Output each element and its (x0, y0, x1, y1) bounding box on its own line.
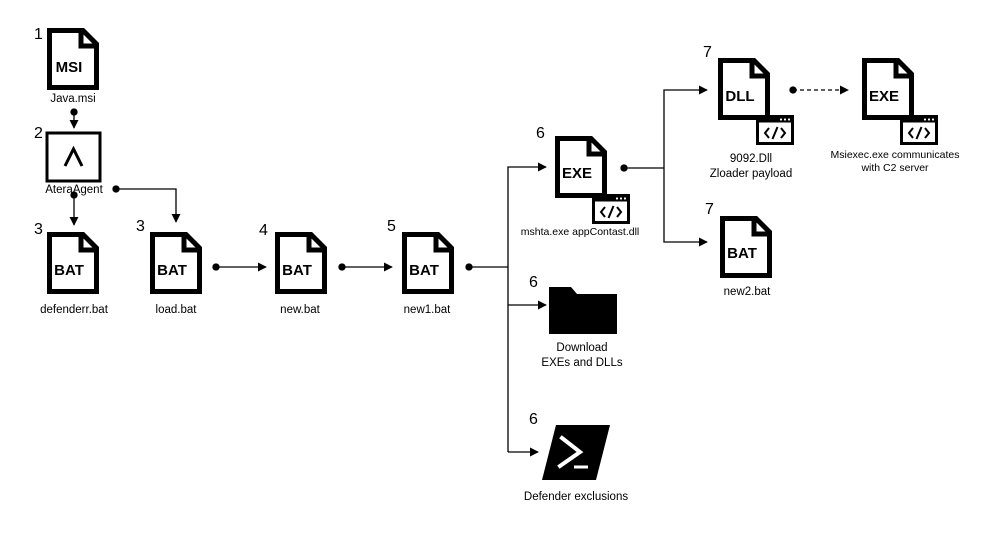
new-bat-label: new.bat (280, 304, 320, 316)
defenderr-bat-node: BAT (50, 235, 97, 292)
msiexec-exe-node: EXE (865, 61, 938, 145)
new1-bat-node: BAT (405, 235, 452, 292)
dll-9092-label-line2: Zloader payload (709, 168, 793, 180)
step-number-7b: 7 (705, 201, 714, 218)
download-label-line2: EXEs and DLLs (541, 357, 623, 369)
download-label-line1: Download (556, 342, 608, 354)
atera-agent-node (45, 131, 102, 183)
new-bat-node: BAT (278, 235, 325, 292)
atera-agent-icon (45, 131, 102, 183)
load-bat-node: BAT (153, 235, 200, 292)
msi-icon-text: MSI (56, 59, 83, 76)
step-number-6a: 6 (536, 125, 545, 142)
step-number-1: 1 (34, 26, 43, 43)
defender-exclusions-label: Defender exclusions (523, 491, 629, 503)
dll-9092-label-line1: 9092.Dll (729, 153, 773, 165)
step-number-6b: 6 (529, 274, 538, 291)
bat-icon-text: BAT (727, 245, 757, 262)
java-msi-label: Java.msi (50, 93, 96, 105)
new1-bat-label: new1.bat (403, 304, 451, 316)
dll-9092-node: DLL (721, 61, 794, 145)
mshta-exe-node: EXE (558, 139, 630, 224)
download-folder-node (549, 287, 617, 334)
code-window-icon (756, 115, 794, 145)
step-number-7a: 7 (703, 44, 712, 61)
exe-icon-text: EXE (562, 165, 592, 182)
powershell-node (542, 425, 610, 480)
step-number-6c: 6 (529, 411, 538, 428)
atera-agent-label: AteraAgent (45, 184, 103, 196)
bat-icon-text: BAT (157, 262, 187, 279)
step-number-5: 5 (387, 218, 396, 235)
msiexec-exe-label-line2: with C2 server (861, 162, 929, 174)
code-window-icon (592, 194, 630, 224)
dll-icon-text: DLL (725, 88, 754, 105)
load-bat-label: load.bat (155, 304, 197, 316)
connectors (69, 85, 849, 457)
bat-icon-text: BAT (54, 262, 84, 279)
step-number-3b: 3 (136, 218, 145, 235)
step-number-3a: 3 (34, 221, 43, 238)
bat-icon-text: BAT (409, 262, 439, 279)
java-msi-node: MSI (50, 31, 97, 88)
defenderr-bat-label: defenderr.bat (40, 304, 108, 316)
mshta-exe-label: mshta.exe appContast.dll (520, 226, 640, 238)
bat-icon-text: BAT (282, 262, 312, 279)
step-number-4: 4 (259, 222, 268, 239)
msiexec-exe-label-line1: Msiexec.exe communicates (830, 149, 960, 161)
new2-bat-node: BAT (723, 219, 770, 276)
exe-icon-text: EXE (869, 88, 899, 105)
step-number-2: 2 (34, 125, 43, 142)
new2-bat-label: new2.bat (723, 286, 771, 298)
folder-icon (549, 287, 617, 334)
code-window-icon (900, 115, 938, 145)
